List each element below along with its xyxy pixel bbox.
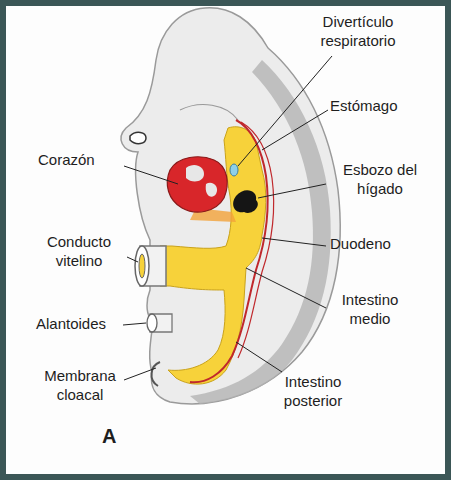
figure-letter: A xyxy=(102,424,132,448)
part-label: Corazón xyxy=(38,150,128,169)
part-label: Conducto vitelino xyxy=(30,232,128,270)
part-label: Estómago xyxy=(330,96,430,115)
part-label: Esbozo del hígado xyxy=(330,160,430,198)
part-label: Divertículo respiratorio xyxy=(296,12,420,50)
part-label: Intestino posterior xyxy=(268,372,358,410)
part-label: Intestino medio xyxy=(330,290,410,328)
part-label: Membrana cloacal xyxy=(34,366,126,404)
part-label: Duodeno xyxy=(330,234,430,253)
part-label: Alantoides xyxy=(36,314,126,333)
